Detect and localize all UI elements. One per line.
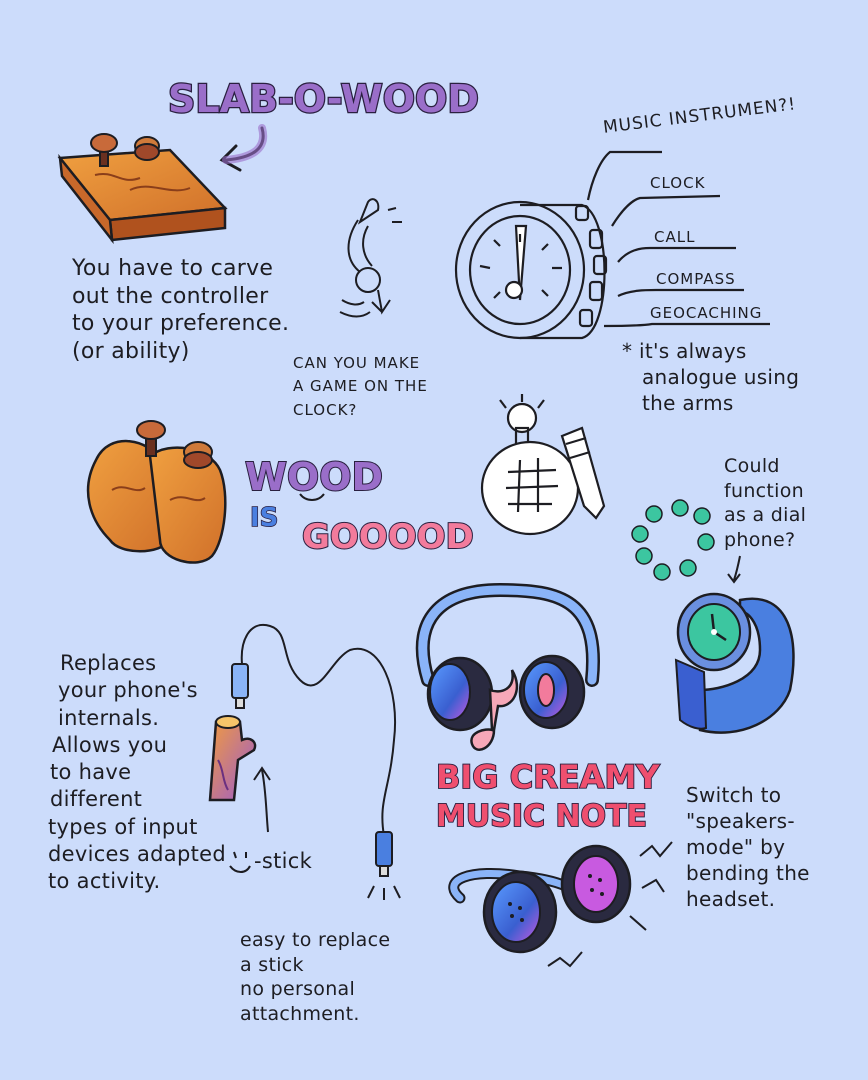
watch-label-call: CALL (654, 228, 696, 246)
phone-line-9: to activity. (48, 869, 161, 894)
watch-label-clock: CLOCK (650, 174, 706, 192)
music-note-icon (470, 669, 519, 751)
watch-note-line-3: the arms (642, 391, 734, 415)
slogan-word-is: IS (250, 503, 278, 533)
speaker-line-5: headset. (686, 887, 776, 911)
phone-line-6: different (50, 787, 143, 812)
music-note-label-art: BIG CREAMY MUSIC NOTE (435, 757, 661, 835)
slab-caption-line-1: You have to carve (72, 256, 274, 281)
slab-caption-line-3: to your preference. (72, 311, 290, 336)
speaker-line-3: mode" by (686, 835, 786, 859)
dial-phone-icon (631, 499, 741, 584)
branch-stick-icon (208, 715, 257, 802)
replace-caption: easy to replace a stick no personal atta… (240, 928, 390, 1027)
dial-phone-line-3: as a dial (724, 504, 807, 527)
controller-icon (57, 133, 228, 245)
phone-line-5: to have (50, 760, 132, 785)
speaker-headset-icon (448, 841, 673, 968)
cable-plug-top-icon (231, 663, 249, 709)
speaker-line-4: bending the (686, 861, 810, 885)
watch-label-geocaching: GEOCACHING (650, 304, 763, 322)
speaker-line-1: Switch to (686, 783, 782, 807)
slab-title-art: SLAB-O-WOOD (167, 76, 480, 123)
cable-plug-bottom-icon (367, 831, 401, 900)
phone-line-4: Allows you (52, 732, 168, 757)
phone-line-1: Replaces (60, 651, 157, 675)
speaker-line-2: "speakers- (686, 809, 795, 833)
watch-label-compass: COMPASS (656, 270, 736, 288)
headphones-label-line-2: MUSIC NOTE (436, 799, 647, 834)
clock-question-line-2: A GAME ON THE (293, 377, 428, 396)
dial-phone-line-1: Could (724, 455, 780, 477)
cable-icon (240, 623, 396, 837)
clock-question-line-3: CLOCK? (293, 400, 358, 419)
slab-title: SLAB-O-WOOD (168, 77, 479, 121)
watch-note-line-2: analogue using (642, 365, 800, 389)
dial-phone-line-4: phone? (724, 529, 796, 552)
headphones-label-line-1: BIG CREAMY (436, 758, 660, 796)
replace-line-4: attachment. (240, 1003, 360, 1026)
stick-label: -stick (254, 849, 313, 873)
slab-caption: You have to carve out the controller to … (72, 255, 289, 365)
wood-slogan-art: WOOD IS GOOOOD (244, 454, 475, 558)
phone-line-2: your phone's (58, 678, 198, 703)
dial-phone-question: Could function as a dial phone? (724, 454, 806, 553)
replace-line-1: easy to replace (240, 929, 391, 951)
speaker-mode-caption: Switch to "speakers- mode" by bending th… (686, 782, 810, 912)
wood-controller-icon (86, 420, 227, 564)
headphones-icon (415, 582, 600, 732)
slogan-word-wood: WOOD (245, 455, 383, 499)
wristwatch-icon (674, 592, 795, 734)
replace-line-2: a stick (240, 953, 304, 976)
watch-note: * it's always analogue using the arms (622, 338, 799, 416)
clock-question-line-1: CAN YOU MAKE (293, 354, 421, 372)
swing-gesture-icon (339, 198, 402, 318)
clock-watch-icon (454, 150, 770, 340)
slab-caption-line-4: (or ability) (72, 338, 190, 364)
slab-caption-line-2: out the controller (72, 283, 269, 309)
dial-phone-line-2: function (724, 479, 805, 502)
phone-line-8: devices adapted (48, 842, 226, 867)
slogan-word-good: GOOOOD (302, 517, 474, 557)
replace-line-3: no personal (240, 978, 356, 1001)
stopwatch-icon (480, 394, 606, 536)
phone-internals-caption: Replaces your phone's internals. Allows … (48, 650, 226, 896)
smiley-icon (229, 851, 251, 873)
clock-question: CAN YOU MAKE A GAME ON THE CLOCK? (293, 352, 428, 422)
phone-line-7: types of input (48, 814, 198, 839)
watch-note-line-1: * it's always (622, 339, 747, 363)
phone-line-3: internals. (58, 705, 160, 730)
